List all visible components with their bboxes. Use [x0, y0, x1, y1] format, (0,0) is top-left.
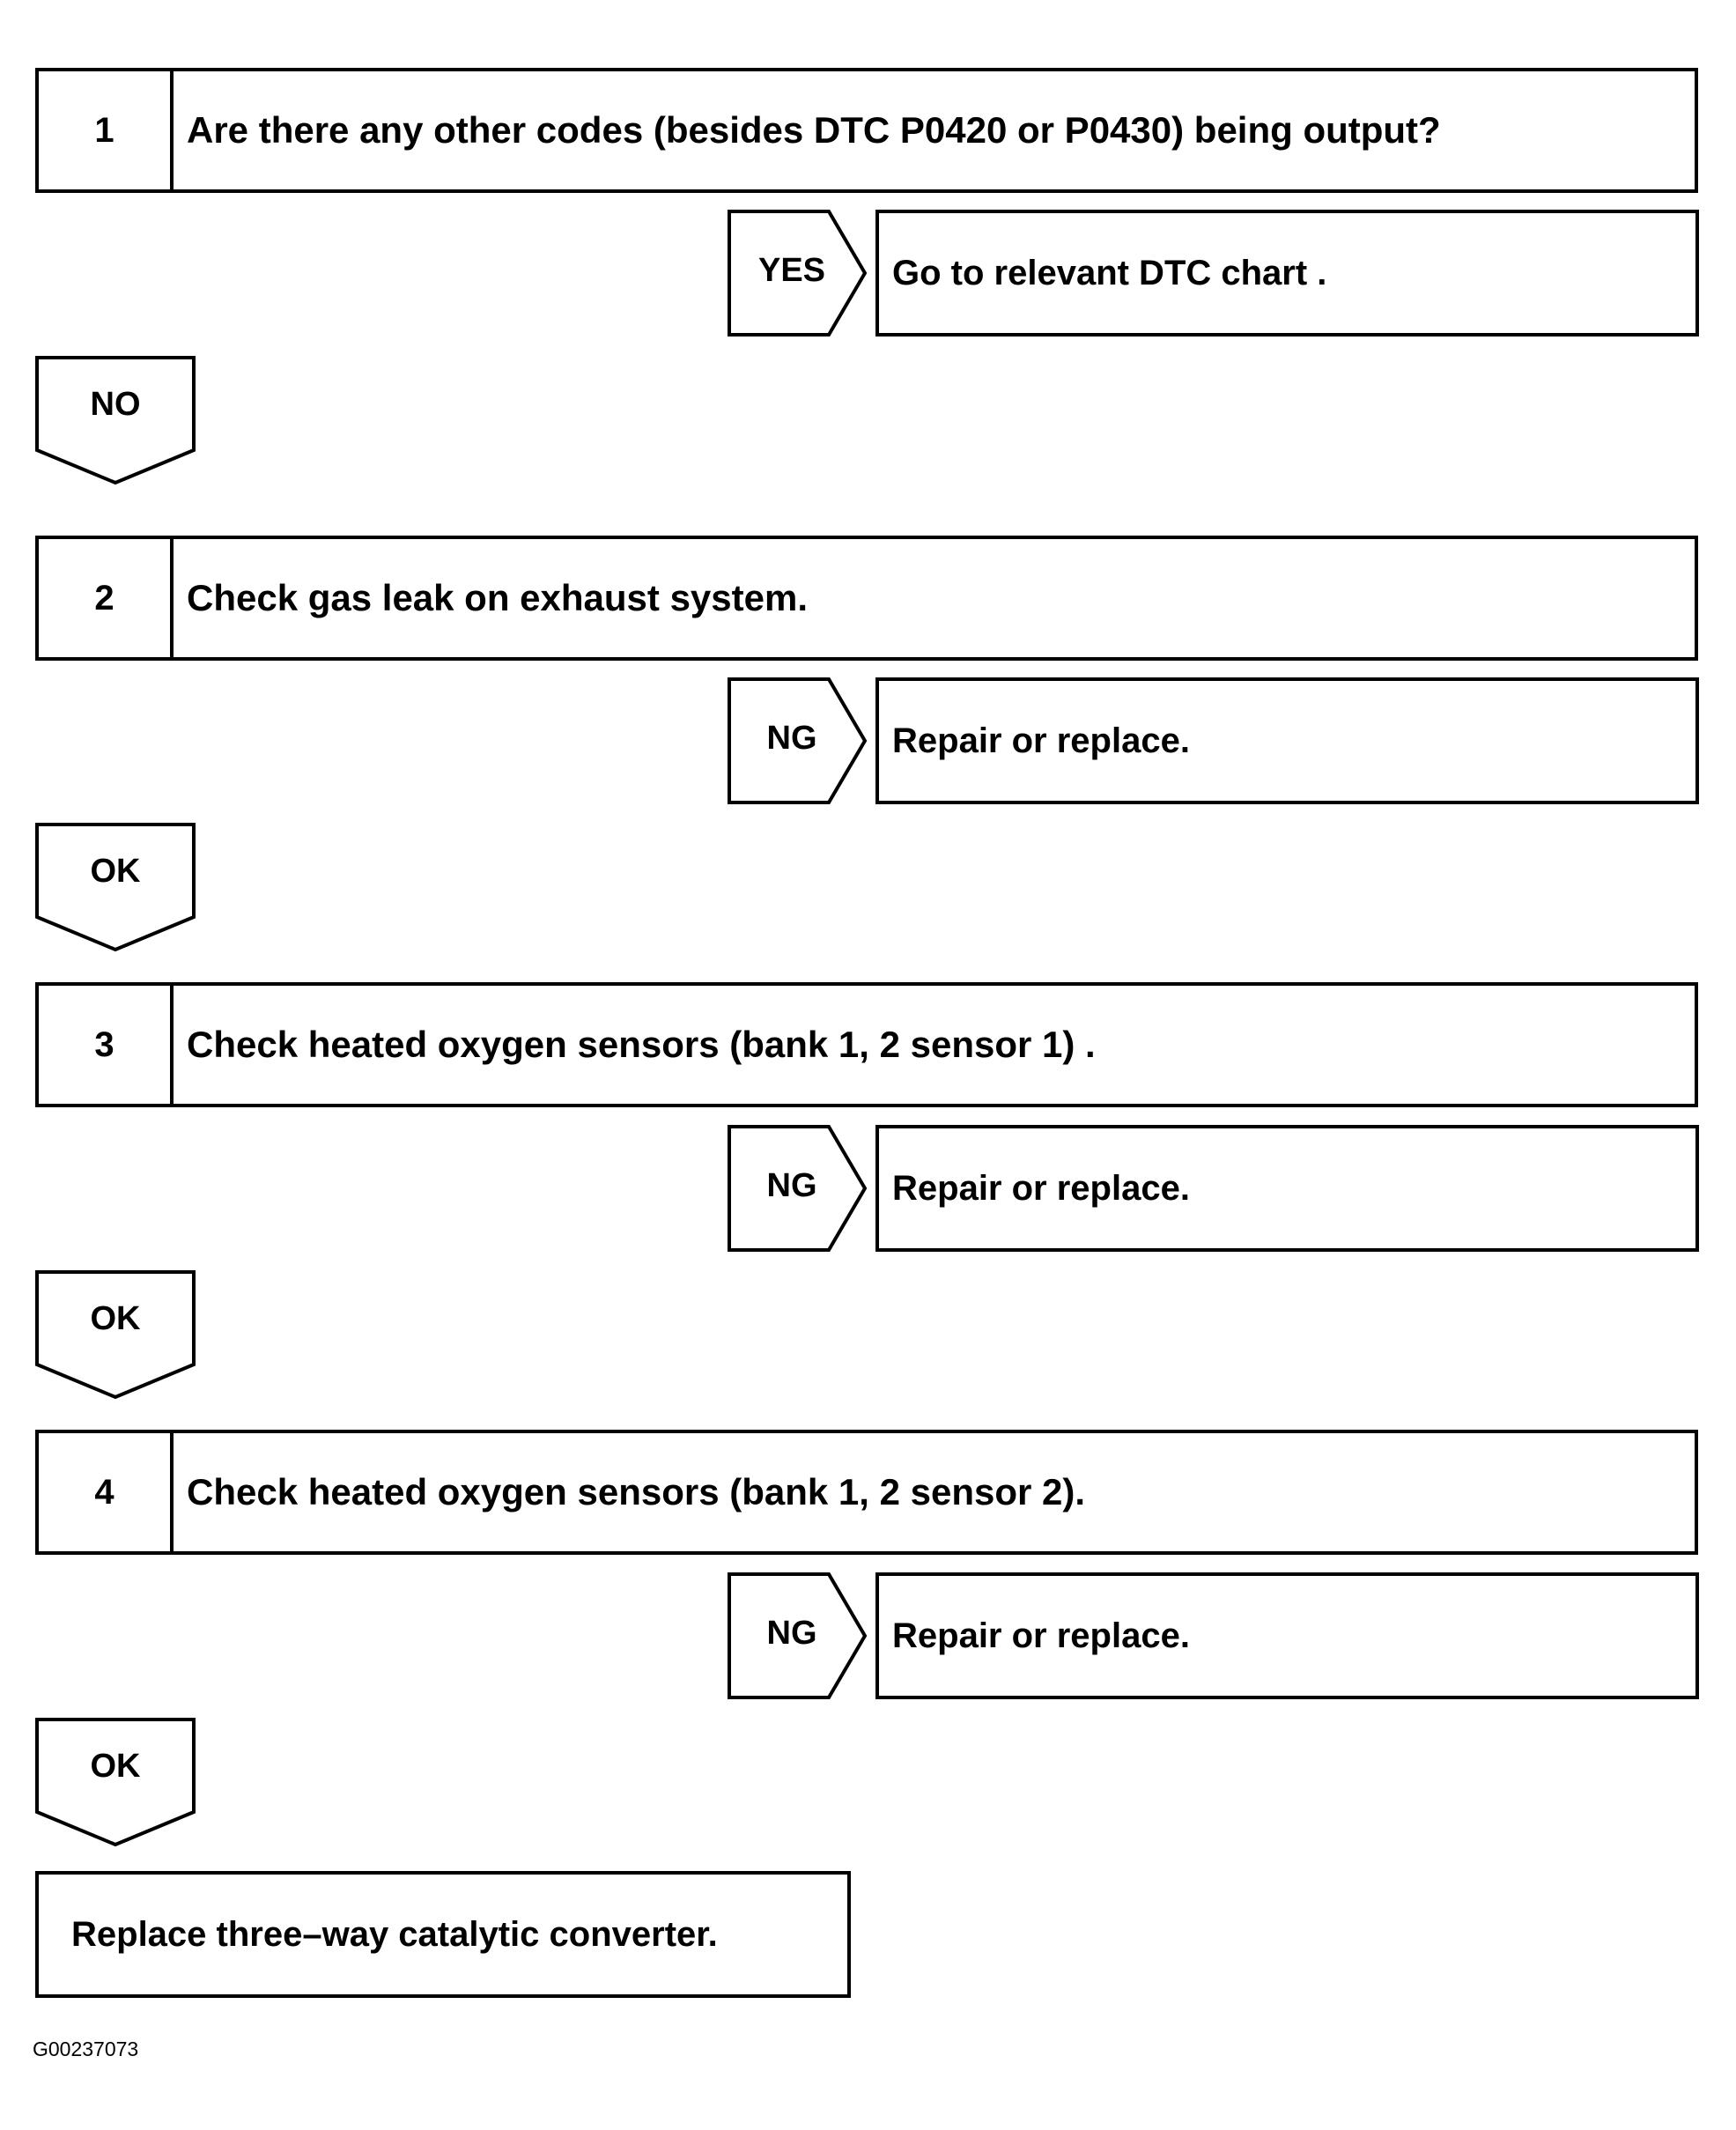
step-1-box: 1 Are there any other codes (besides DTC… [35, 68, 1698, 193]
ok-continue-arrow-2 [35, 1270, 196, 1399]
step-2-box: 2 Check gas leak on exhaust system. [35, 536, 1698, 661]
step-2-number: 2 [39, 539, 174, 657]
step-3-number: 3 [39, 986, 174, 1104]
step-4-box: 4 Check heated oxygen sensors (bank 1, 2… [35, 1430, 1698, 1555]
ok-continue-label-3: OK [90, 1748, 141, 1785]
no-continue-arrow [35, 356, 196, 484]
step-3-box: 3 Check heated oxygen sensors (bank 1, 2… [35, 982, 1698, 1107]
ng-branch-arrow-1 [728, 677, 868, 804]
step-3-question: Check heated oxygen sensors (bank 1, 2 s… [187, 1024, 1096, 1065]
step-4-number: 4 [39, 1433, 174, 1551]
ok-continue-arrow-3 [35, 1718, 196, 1846]
ng-branch-label-1: NG [766, 720, 817, 757]
step-4-question: Check heated oxygen sensors (bank 1, 2 s… [187, 1471, 1086, 1512]
step-2-question: Check gas leak on exhaust system. [187, 577, 808, 618]
ok-continue-label-1: OK [90, 853, 141, 890]
branch-2-result: Repair or replace. [875, 677, 1699, 804]
yes-branch-label: YES [757, 252, 826, 289]
final-action-box: Replace three–way catalytic converter. [35, 1871, 851, 1998]
ok-continue-label-2: OK [90, 1300, 141, 1337]
no-continue-label: NO [90, 386, 141, 423]
ng-branch-arrow-3 [728, 1572, 868, 1699]
ng-branch-label-3: NG [766, 1615, 817, 1652]
ok-continue-arrow-1 [35, 823, 196, 951]
branch-4-result: Repair or replace. [875, 1572, 1699, 1699]
ng-branch-arrow-2 [728, 1125, 868, 1252]
branch-3-result: Repair or replace. [875, 1125, 1699, 1252]
branch-1-result: Go to relevant DTC chart . [875, 210, 1699, 337]
step-1-number: 1 [39, 71, 174, 189]
step-1-question: Are there any other codes (besides DTC P… [187, 109, 1441, 151]
figure-code: G00237073 [33, 2038, 139, 2060]
ng-branch-label-2: NG [766, 1167, 817, 1204]
yes-branch-arrow [728, 210, 868, 337]
